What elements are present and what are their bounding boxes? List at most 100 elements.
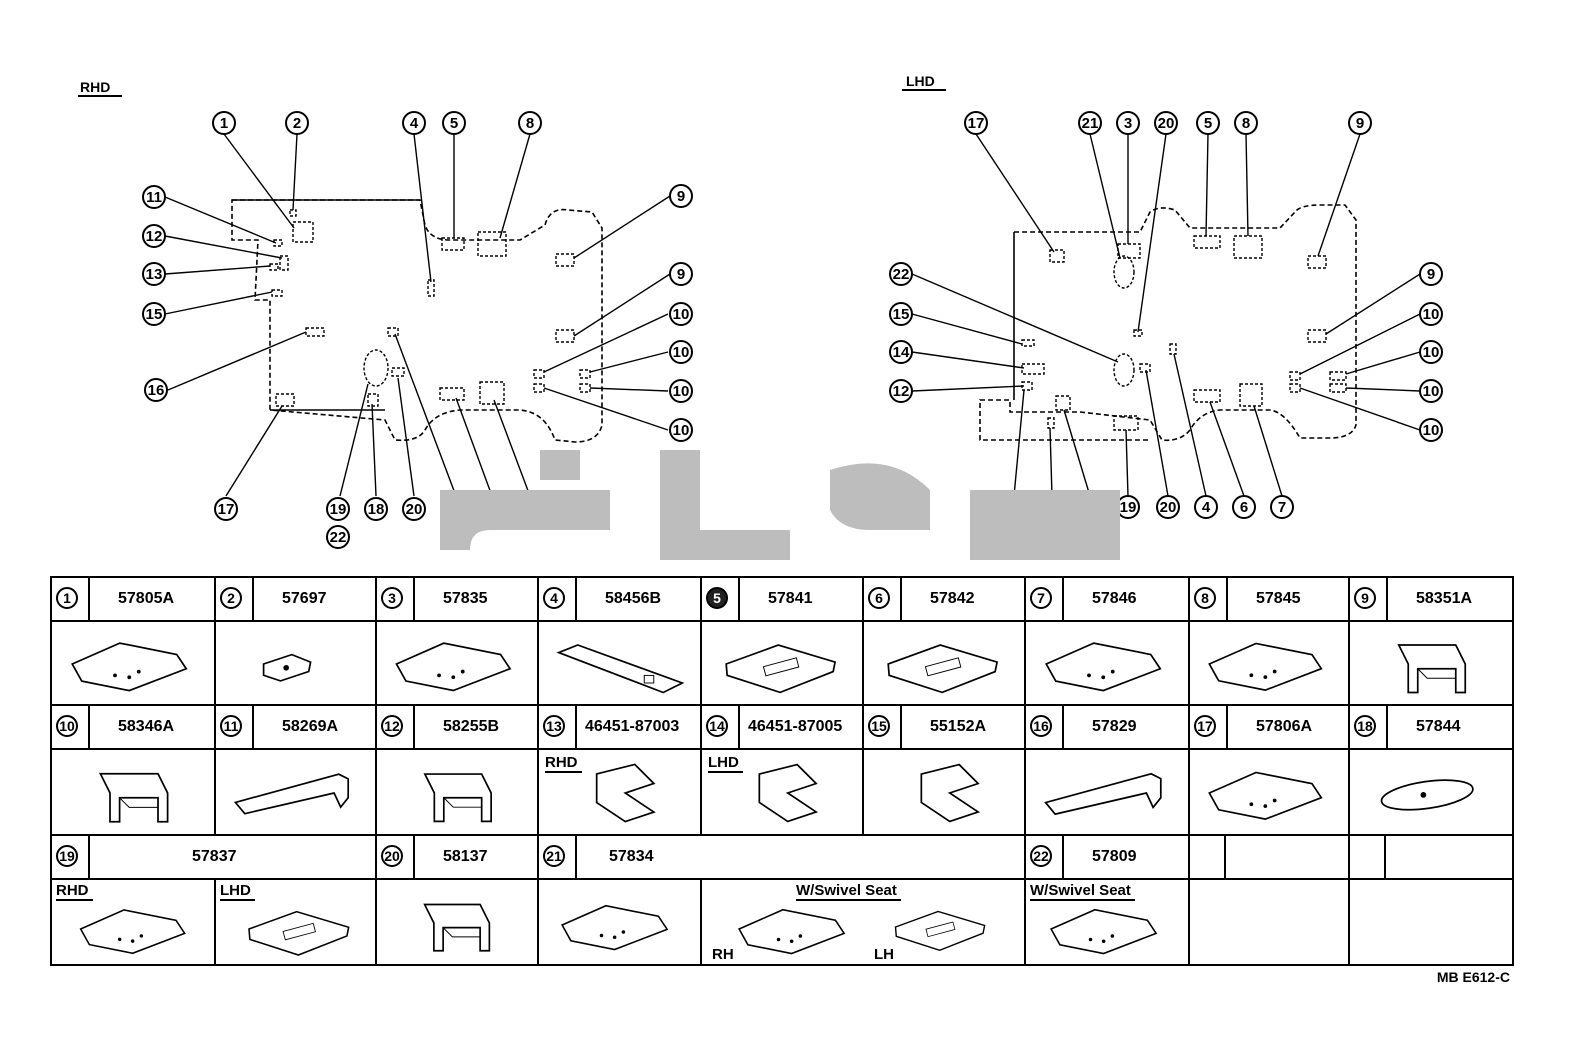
part-illustration	[395, 642, 512, 692]
part-number-18: 57844	[1416, 718, 1461, 735]
rhd-callout-22: 22	[326, 525, 350, 549]
svg-text:10: 10	[673, 306, 690, 323]
part-illustration	[561, 904, 669, 951]
variant-label: LHD	[708, 754, 743, 773]
part-index-12: 12	[381, 715, 403, 737]
header-divider	[575, 836, 577, 878]
lhd-callout-10c: 10	[1419, 379, 1443, 403]
part-number-9: 58351A	[1416, 590, 1473, 607]
svg-text:1: 1	[220, 115, 228, 132]
svg-text:4: 4	[1202, 499, 1211, 516]
part-image-19-lhd: LHD	[216, 880, 377, 966]
part-image-9	[1350, 622, 1514, 706]
part-image-4	[539, 622, 702, 706]
rhd-floor-outline	[231, 199, 603, 443]
lhd-floor-outline	[979, 204, 1357, 442]
lhd-callout-4: 4	[1194, 495, 1218, 519]
empty-cell	[1190, 836, 1226, 880]
part-header-12: 12 58255B	[377, 706, 539, 750]
part-number-11: 58269A	[282, 718, 339, 735]
header-divider	[413, 578, 415, 620]
swivel-seat-label: W/Swivel Seat	[796, 882, 901, 901]
lhd-callout-10b: 10	[1419, 340, 1443, 364]
svg-text:17: 17	[968, 115, 985, 132]
lhd-callout-10d: 10	[1419, 418, 1443, 442]
lhd-callout-22: 22	[889, 262, 913, 286]
svg-text:5: 5	[1204, 115, 1212, 132]
part-illustration	[738, 908, 846, 955]
part-illustration	[556, 644, 685, 694]
lhd-callout-14: 14	[889, 340, 913, 364]
svg-text:10: 10	[1423, 422, 1440, 439]
rhd-callout-9a: 9	[669, 184, 693, 208]
empty-cell	[1350, 836, 1386, 880]
header-divider	[575, 706, 577, 748]
part-index-9: 9	[1354, 587, 1376, 609]
part-number-17: 57806A	[1256, 718, 1313, 735]
header-divider	[1386, 578, 1388, 620]
svg-text:10: 10	[673, 422, 690, 439]
rhd-label: RHD	[80, 79, 110, 95]
lhd-callout-10a: 10	[1419, 302, 1443, 326]
drawing-code: MB E612-C	[1436, 969, 1510, 985]
header-divider	[575, 578, 577, 620]
part-illustration	[248, 910, 350, 956]
rhd-callout-5: 5	[442, 111, 466, 135]
rh-label: RH	[712, 946, 734, 963]
part-image-5	[702, 622, 864, 706]
part-image-17	[1190, 750, 1350, 836]
part-number-2: 57697	[282, 590, 327, 607]
rhd-callout-20a: 20	[402, 497, 426, 521]
part-image-7	[1026, 622, 1190, 706]
header-divider	[413, 836, 415, 878]
rhd-callout-11: 11	[142, 185, 166, 209]
header-divider	[88, 836, 90, 878]
part-image-13: RHD	[539, 750, 702, 836]
header-divider	[900, 706, 902, 748]
lhd-callout-17: 17	[964, 111, 988, 135]
svg-text:21: 21	[1082, 115, 1099, 132]
part-number-20: 58137	[443, 848, 488, 865]
part-index-21: 21	[543, 845, 565, 867]
part-index-20: 20	[381, 845, 403, 867]
lhd-callout-9a: 9	[1348, 111, 1372, 135]
rhd-leader-lines	[164, 133, 671, 497]
rhd-callout-17: 17	[214, 497, 238, 521]
part-image-21	[539, 880, 702, 966]
rhd-callout-10d: 10	[669, 418, 693, 442]
part-number-12: 58255B	[443, 718, 500, 735]
part-illustration	[423, 903, 491, 952]
header-divider	[252, 578, 254, 620]
svg-text:8: 8	[526, 115, 534, 132]
part-image-12	[377, 750, 539, 836]
part-number-10: 58346A	[118, 718, 175, 735]
part-index-8: 8	[1194, 587, 1216, 609]
header-divider	[1386, 706, 1388, 748]
svg-text:19: 19	[330, 501, 347, 518]
part-image-16	[1026, 750, 1190, 836]
part-image-1	[52, 622, 216, 706]
svg-text:3: 3	[1124, 115, 1132, 132]
part-index-17: 17	[1194, 715, 1216, 737]
rhd-callout-15: 15	[142, 302, 166, 326]
svg-text:2: 2	[293, 115, 301, 132]
part-number-14: 46451-87005	[748, 718, 843, 735]
rhd-callout-12: 12	[142, 224, 166, 248]
rhd-callout-16: 16	[144, 378, 168, 402]
rhd-callout-2: 2	[285, 111, 309, 135]
lhd-callout-19: 19	[1116, 495, 1140, 519]
svg-text:9: 9	[677, 188, 685, 205]
part-illustration	[920, 763, 981, 823]
part-index-4: 4	[543, 587, 565, 609]
rhd-callout-8: 8	[518, 111, 542, 135]
svg-text:15: 15	[893, 306, 910, 323]
